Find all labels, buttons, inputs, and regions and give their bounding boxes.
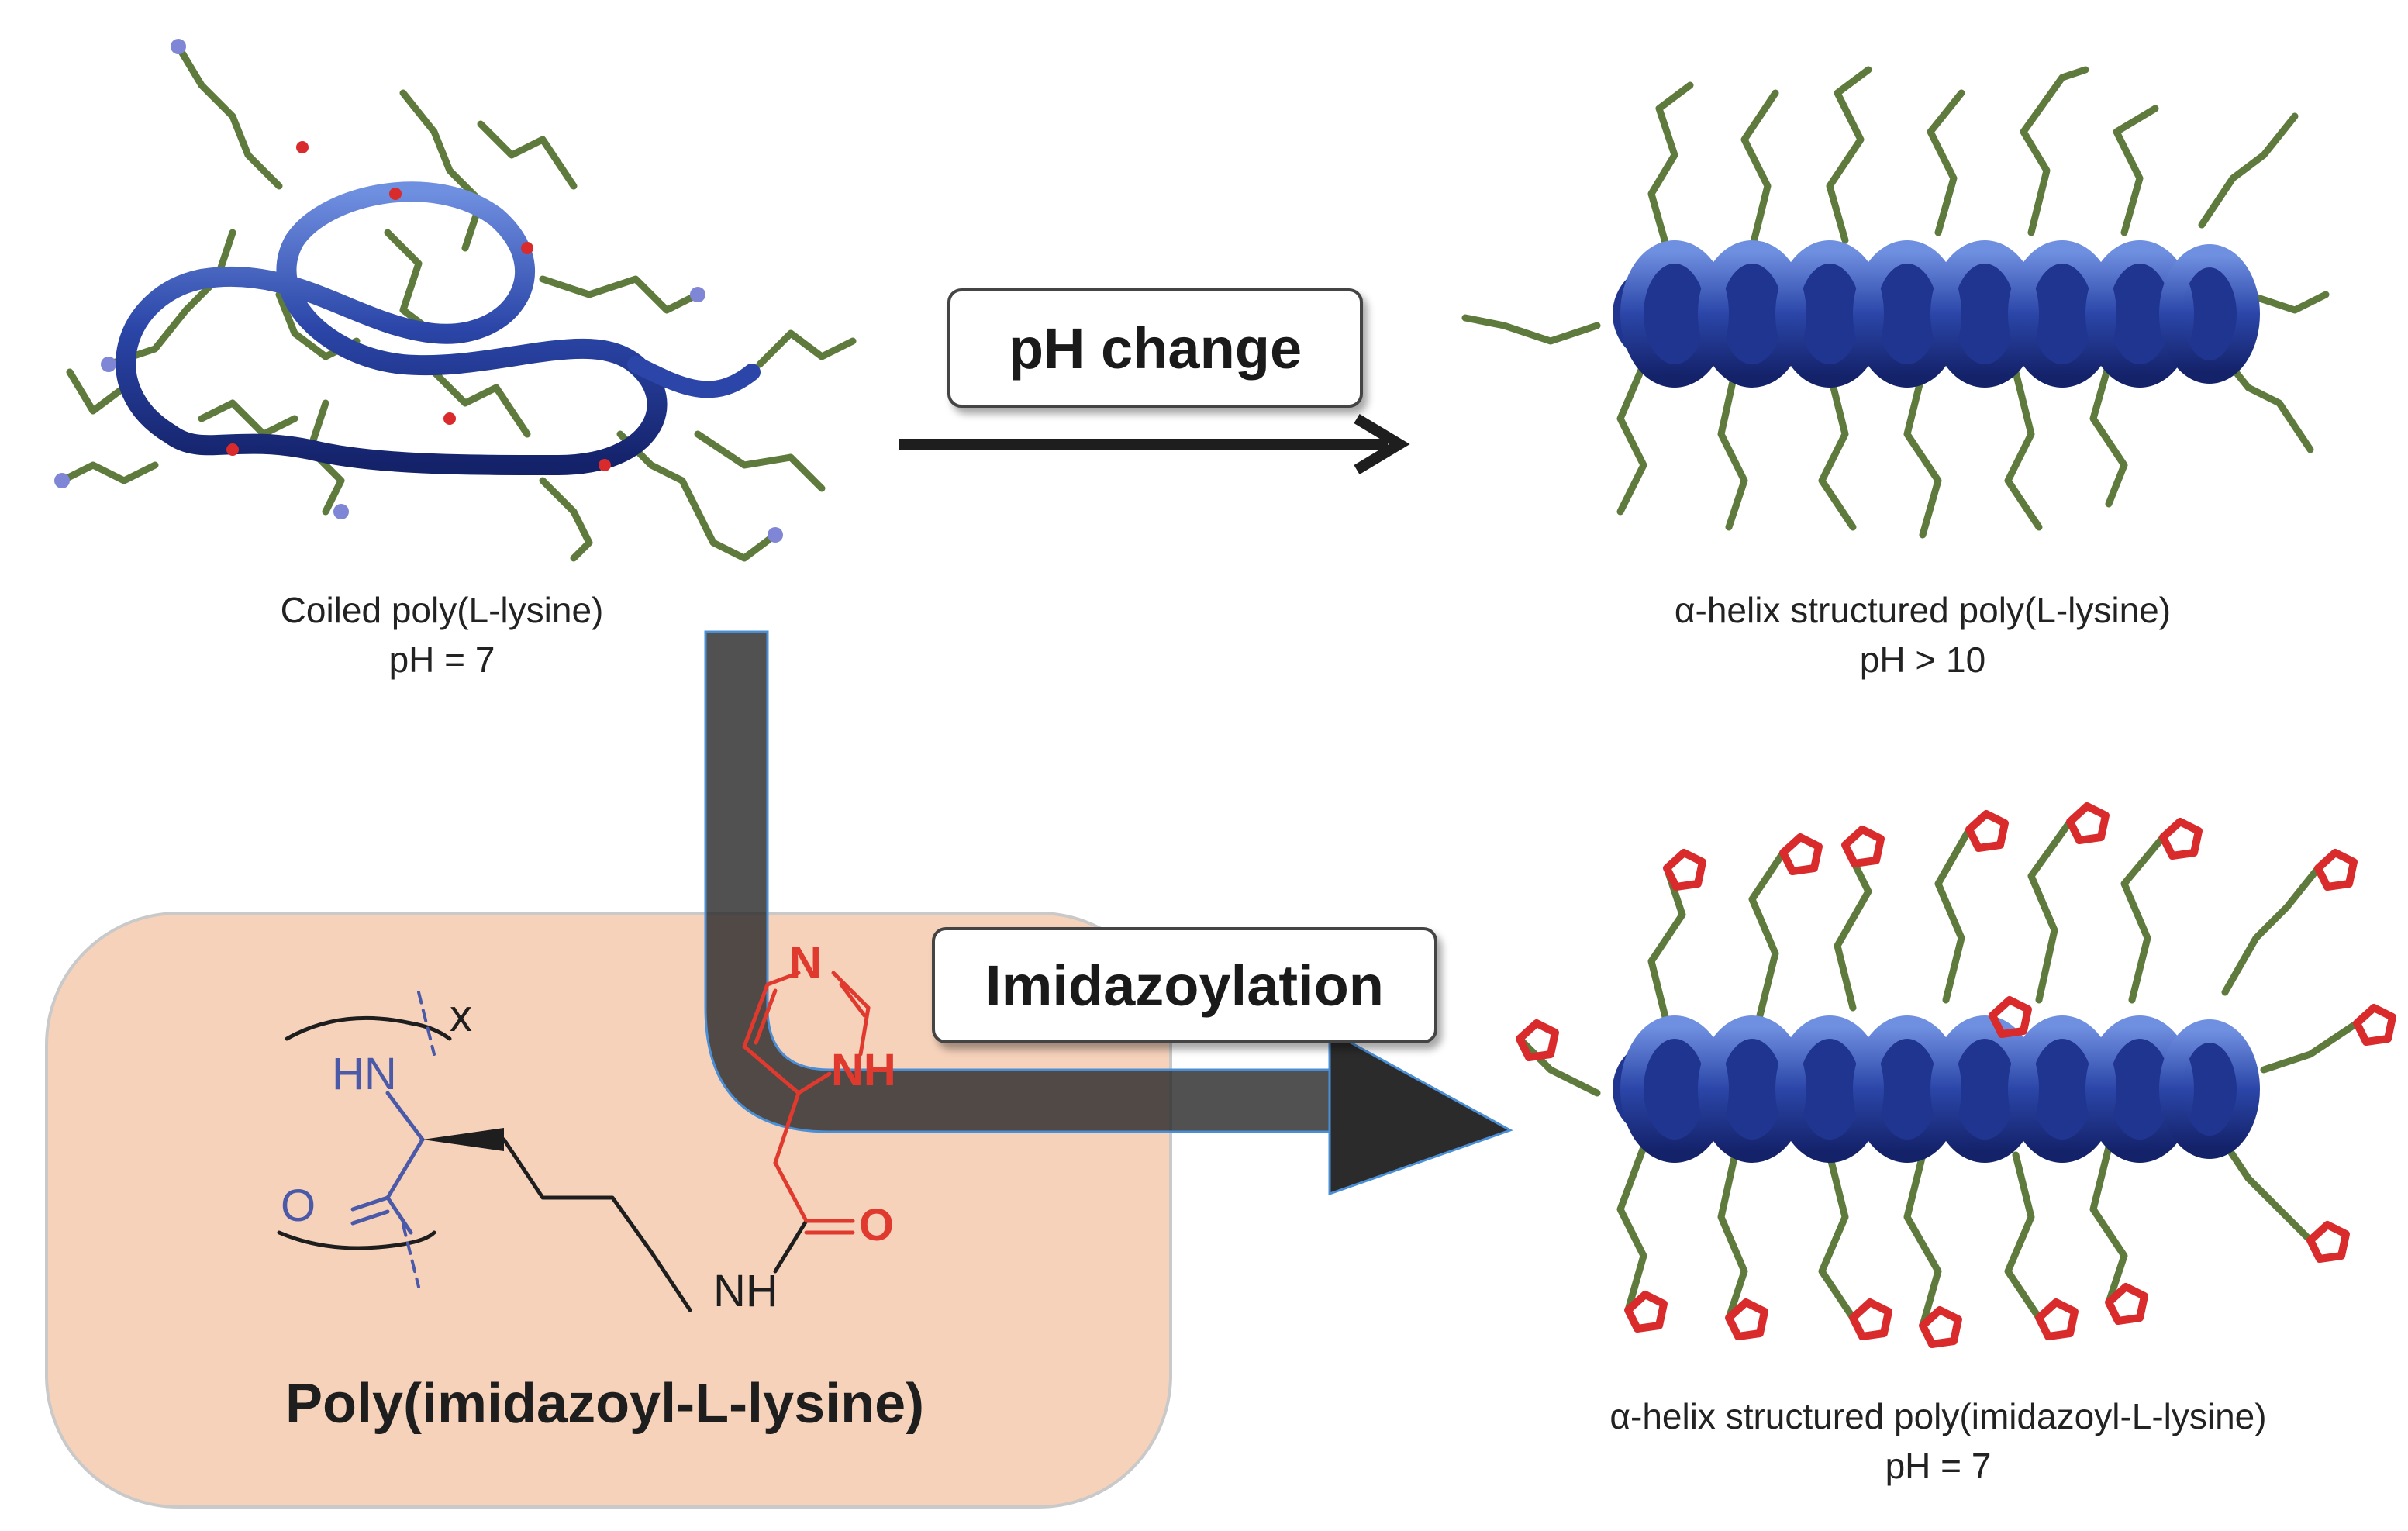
helix-caption-name: α-helix structured poly(L-lysine) — [1674, 590, 2172, 630]
helix-caption: α-helix structured poly(L-lysine) pH > 1… — [1566, 585, 2279, 684]
atom-x: x — [450, 991, 472, 1041]
atom-n-ring: N — [789, 938, 822, 988]
imidazoylation-label: Imidazoylation — [985, 953, 1384, 1018]
ph-change-label-box: pH change — [947, 288, 1363, 408]
product-panel — [45, 912, 1172, 1509]
atom-nh-ring: NH — [831, 1045, 896, 1095]
product-title: Poly(imidazoyl-L-lysine) — [285, 1373, 925, 1435]
coiled-caption-ph: pH = 7 — [388, 640, 495, 680]
ph-change-label: pH change — [1008, 316, 1302, 381]
helix-imidazoyl-caption: α-helix structured poly(imidazoyl-L-lysi… — [1489, 1391, 2388, 1491]
chemical-structure — [277, 971, 871, 1312]
helix-polylysine-image — [1461, 66, 2330, 539]
atom-o-amide: O — [859, 1200, 894, 1250]
ph-change-arrow — [899, 413, 1410, 475]
helix-imidazoyl-caption-name: α-helix structured poly(imidazoyl-L-lysi… — [1609, 1396, 2267, 1436]
atom-hn: HN — [332, 1049, 397, 1099]
coiled-caption-name: Coiled poly(L-lysine) — [280, 590, 604, 630]
atom-o-left: O — [281, 1181, 316, 1231]
helix-imidazoyl-caption-ph: pH = 7 — [1885, 1446, 1992, 1486]
helix-imidazoyl-polylysine-image — [1516, 802, 2396, 1348]
coiled-polylysine-image — [54, 39, 857, 562]
atom-nh-amide: NH — [713, 1266, 778, 1316]
imidazoylation-label-box: Imidazoylation — [932, 927, 1437, 1043]
helix-caption-ph: pH > 10 — [1859, 640, 1986, 680]
coiled-caption: Coiled poly(L-lysine) pH = 7 — [155, 585, 729, 684]
